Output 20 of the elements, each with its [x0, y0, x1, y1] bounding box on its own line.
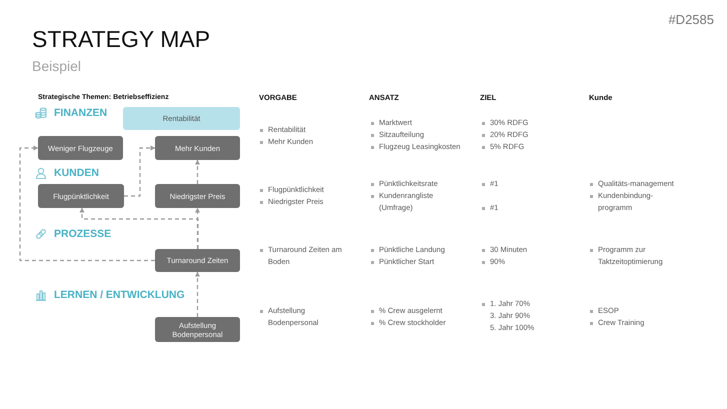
dashed-arrow: [124, 146, 156, 197]
process-box: [155, 317, 240, 342]
process-box: [155, 136, 240, 160]
category-heading: PROZESSE: [54, 228, 112, 240]
process-box: [38, 184, 124, 208]
category-heading: FINANZEN: [54, 106, 108, 120]
title: STRATEGY MAP: [32, 25, 210, 53]
dashed-arrow: [195, 160, 200, 184]
goal-box: [123, 107, 240, 130]
category-heading: LERNEN / ENTWICKLUNG: [54, 288, 186, 302]
process-box: [38, 136, 123, 160]
dashed-arrow: [19, 146, 155, 262]
process-box: [155, 249, 240, 272]
dashed-arrow: [195, 208, 200, 249]
process-box: [155, 184, 240, 208]
dashed-arrow: [195, 272, 200, 317]
category-heading: KUNDEN: [54, 166, 100, 180]
dashed-arrow: [80, 208, 199, 249]
subtitle: Beispiel: [32, 58, 82, 74]
slide-code: #D2585: [667, 12, 714, 28]
